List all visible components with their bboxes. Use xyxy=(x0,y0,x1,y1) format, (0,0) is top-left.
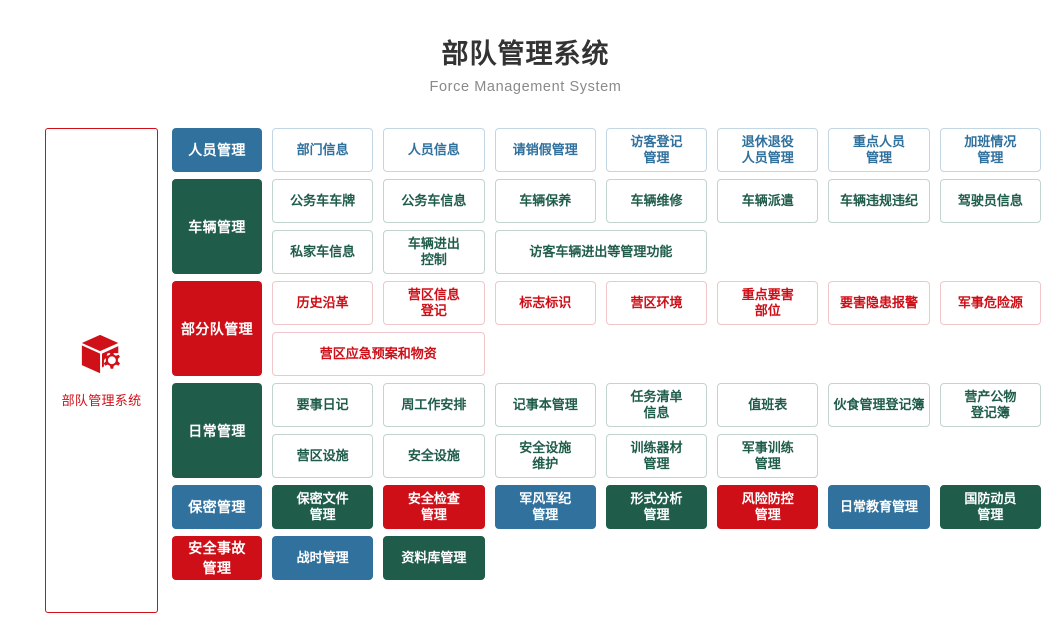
module-tile[interactable]: 安全检查 管理 xyxy=(383,485,485,529)
module-tile[interactable]: 车辆保养 xyxy=(494,179,596,223)
module-tile[interactable]: 历史沿革 xyxy=(272,281,374,325)
module-tile[interactable]: 营区应急预案和物资 xyxy=(272,332,485,376)
module-tile[interactable]: 风险防控 管理 xyxy=(717,485,819,529)
module-tile[interactable]: 车辆维修 xyxy=(605,179,708,223)
category-header[interactable]: 部分队管理 xyxy=(172,281,262,376)
module-tile[interactable]: 营区设施 xyxy=(272,434,374,478)
module-tile[interactable]: 要害隐患报警 xyxy=(828,281,930,325)
module-tile[interactable]: 退休退役 人员管理 xyxy=(717,128,819,172)
category-rows: 部门信息人员信息请销假管理访客登记 管理退休退役 人员管理重点人员 管理加班情况… xyxy=(272,128,1041,172)
module-tile[interactable]: 部门信息 xyxy=(272,128,374,172)
module-tile[interactable]: 公务车信息 xyxy=(383,179,485,223)
module-tile[interactable]: 公务车车牌 xyxy=(272,179,374,223)
module-section: 保密管理保密文件 管理安全检查 管理军风军纪 管理形式分析 管理风险防控 管理日… xyxy=(172,485,1041,529)
module-tile[interactable]: 车辆进出 控制 xyxy=(383,230,485,274)
module-tile[interactable]: 战时管理 xyxy=(272,536,374,580)
page-title: 部队管理系统 xyxy=(441,39,610,69)
module-tile[interactable]: 访客登记 管理 xyxy=(605,128,708,172)
module-row: 部门信息人员信息请销假管理访客登记 管理退休退役 人员管理重点人员 管理加班情况… xyxy=(272,128,1041,172)
module-tile[interactable]: 安全设施 xyxy=(383,434,485,478)
module-row: 战时管理资料库管理 xyxy=(272,536,1041,580)
module-tile[interactable]: 重点要害 部位 xyxy=(717,281,819,325)
module-row: 历史沿革营区信息 登记标志标识营区环境重点要害 部位要害隐患报警军事危险源 xyxy=(272,281,1041,325)
module-row: 私家车信息车辆进出 控制访客车辆进出等管理功能 xyxy=(272,230,1041,274)
module-tile[interactable]: 驾驶员信息 xyxy=(939,179,1041,223)
module-section: 日常管理要事日记周工作安排记事本管理任务清单 信息值班表伙食管理登记簿营产公物 … xyxy=(172,383,1041,478)
category-header[interactable]: 人员管理 xyxy=(172,128,262,172)
category-rows: 要事日记周工作安排记事本管理任务清单 信息值班表伙食管理登记簿营产公物 登记簿营… xyxy=(272,383,1041,478)
brand-panel: 部队管理系统 xyxy=(45,128,158,613)
module-tile[interactable]: 营区信息 登记 xyxy=(383,281,485,325)
module-tile[interactable]: 保密文件 管理 xyxy=(272,485,374,529)
cube-gear-icon xyxy=(79,332,125,378)
module-grid: 人员管理部门信息人员信息请销假管理访客登记 管理退休退役 人员管理重点人员 管理… xyxy=(172,128,1041,587)
module-tile[interactable]: 人员信息 xyxy=(383,128,485,172)
module-tile[interactable]: 要事日记 xyxy=(272,383,374,427)
module-section: 人员管理部门信息人员信息请销假管理访客登记 管理退休退役 人员管理重点人员 管理… xyxy=(172,128,1041,172)
module-tile[interactable]: 车辆派遣 xyxy=(717,179,819,223)
module-tile[interactable]: 车辆违规违纪 xyxy=(828,179,930,223)
category-header[interactable]: 保密管理 xyxy=(172,485,262,529)
module-tile[interactable]: 营区环境 xyxy=(605,281,708,325)
module-tile[interactable]: 请销假管理 xyxy=(494,128,596,172)
module-tile[interactable]: 军风军纪 管理 xyxy=(494,485,596,529)
module-tile[interactable]: 私家车信息 xyxy=(272,230,374,274)
category-header[interactable]: 车辆管理 xyxy=(172,179,262,274)
module-tile[interactable]: 记事本管理 xyxy=(494,383,596,427)
module-tile[interactable]: 军事危险源 xyxy=(939,281,1041,325)
brand-label: 部队管理系统 xyxy=(61,393,142,408)
module-tile[interactable]: 重点人员 管理 xyxy=(828,128,930,172)
page-subtitle: Force Management System xyxy=(429,79,622,96)
module-row: 公务车车牌公务车信息车辆保养车辆维修车辆派遣车辆违规违纪驾驶员信息 xyxy=(272,179,1041,223)
category-rows: 保密文件 管理安全检查 管理军风军纪 管理形式分析 管理风险防控 管理日常教育管… xyxy=(272,485,1041,529)
module-tile[interactable]: 周工作安排 xyxy=(383,383,485,427)
module-section: 部分队管理历史沿革营区信息 登记标志标识营区环境重点要害 部位要害隐患报警军事危… xyxy=(172,281,1041,376)
module-section: 车辆管理公务车车牌公务车信息车辆保养车辆维修车辆派遣车辆违规违纪驾驶员信息私家车… xyxy=(172,179,1041,274)
module-tile[interactable]: 日常教育管理 xyxy=(828,485,930,529)
page-header: 部队管理系统 Force Management System xyxy=(0,0,1051,95)
category-rows: 历史沿革营区信息 登记标志标识营区环境重点要害 部位要害隐患报警军事危险源营区应… xyxy=(272,281,1041,376)
module-tile[interactable]: 形式分析 管理 xyxy=(605,485,708,529)
page-body: 部队管理系统 人员管理部门信息人员信息请销假管理访客登记 管理退休退役 人员管理… xyxy=(0,128,1051,613)
module-tile[interactable]: 军事训练 管理 xyxy=(717,434,819,478)
module-tile[interactable]: 标志标识 xyxy=(494,281,596,325)
module-tile[interactable]: 国防动员 管理 xyxy=(939,485,1041,529)
module-row: 营区应急预案和物资 xyxy=(272,332,1041,376)
module-tile[interactable]: 访客车辆进出等管理功能 xyxy=(494,230,708,274)
category-rows: 公务车车牌公务车信息车辆保养车辆维修车辆派遣车辆违规违纪驾驶员信息私家车信息车辆… xyxy=(272,179,1041,274)
module-tile[interactable]: 营产公物 登记簿 xyxy=(939,383,1041,427)
module-tile[interactable]: 伙食管理登记簿 xyxy=(828,383,930,427)
category-header[interactable]: 安全事故 管理 xyxy=(172,536,262,580)
module-row: 要事日记周工作安排记事本管理任务清单 信息值班表伙食管理登记簿营产公物 登记簿 xyxy=(272,383,1041,427)
module-row: 保密文件 管理安全检查 管理军风军纪 管理形式分析 管理风险防控 管理日常教育管… xyxy=(272,485,1041,529)
module-row: 营区设施安全设施安全设施 维护训练器材 管理军事训练 管理 xyxy=(272,434,1041,478)
module-tile[interactable]: 资料库管理 xyxy=(383,536,485,580)
module-tile[interactable]: 安全设施 维护 xyxy=(494,434,596,478)
module-tile[interactable]: 训练器材 管理 xyxy=(605,434,708,478)
module-tile[interactable]: 任务清单 信息 xyxy=(605,383,708,427)
module-section: 安全事故 管理战时管理资料库管理 xyxy=(172,536,1041,580)
module-tile[interactable]: 值班表 xyxy=(717,383,819,427)
category-rows: 战时管理资料库管理 xyxy=(272,536,1041,580)
module-tile[interactable]: 加班情况 管理 xyxy=(939,128,1041,172)
category-header[interactable]: 日常管理 xyxy=(172,383,262,478)
